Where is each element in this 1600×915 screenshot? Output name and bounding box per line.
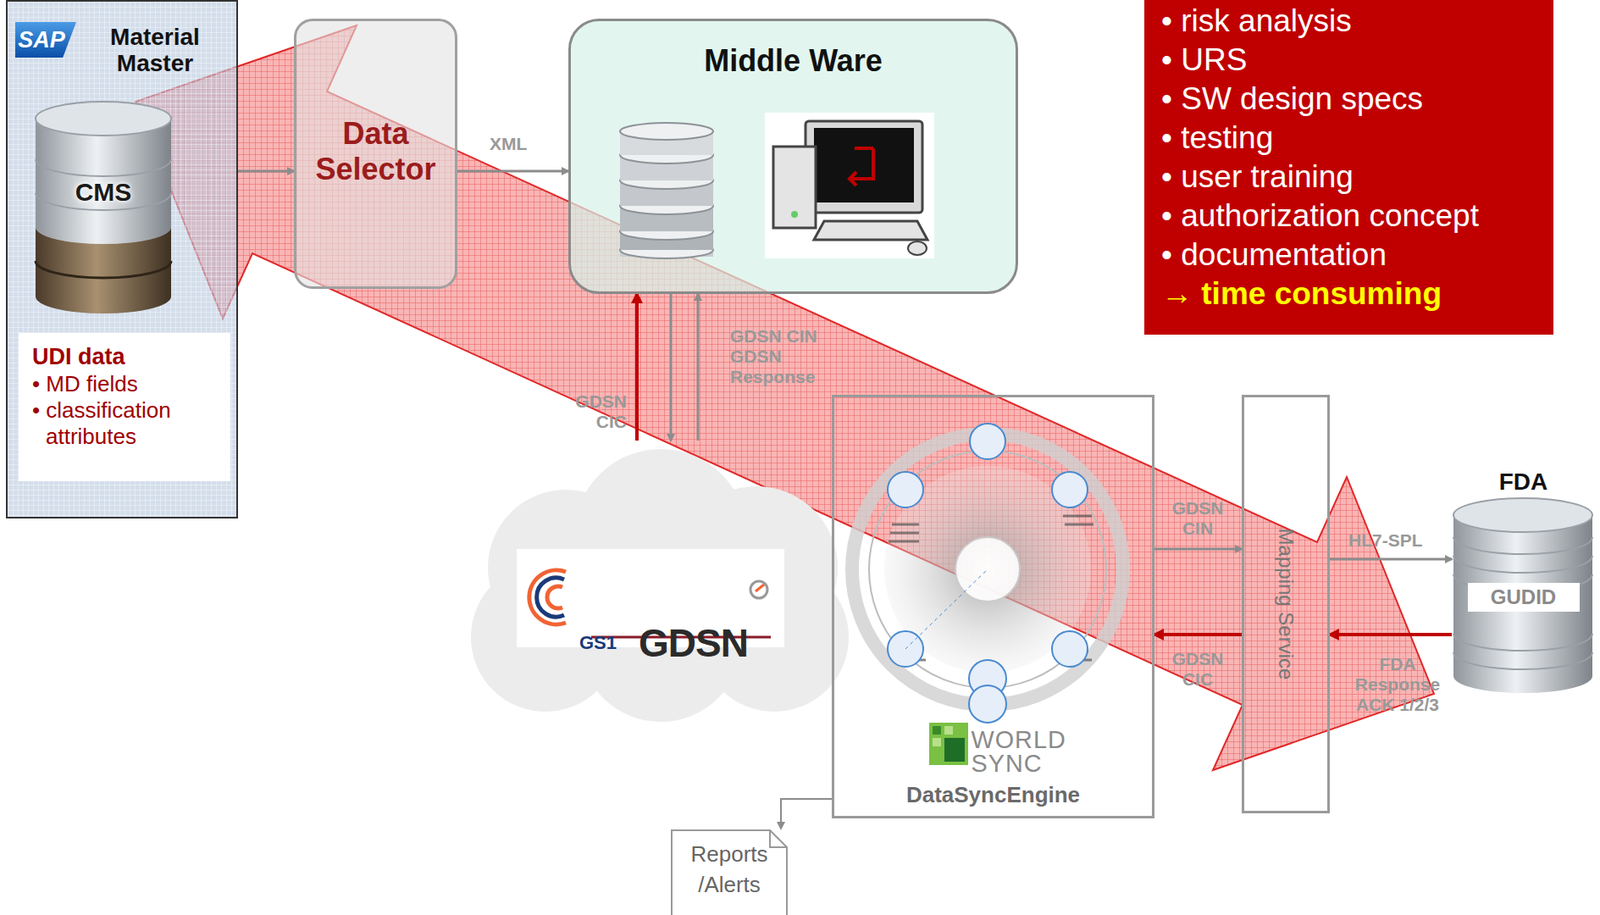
database-label: CMS bbox=[75, 177, 133, 316]
edge-label: FDA Response ACK 1/2/3 bbox=[1350, 653, 1445, 715]
system-panel: SAPMaterial MasterCMS UDI data• MD fields… bbox=[5, 0, 239, 519]
list-item: • testing bbox=[1161, 118, 1547, 158]
database-cylinder: CMS bbox=[32, 99, 175, 316]
list-item: → time consuming bbox=[1161, 274, 1547, 314]
edge-label: GDSN CIC bbox=[1167, 648, 1229, 690]
database-label: GUDID bbox=[1467, 582, 1580, 612]
box-title: Mapping Service bbox=[1273, 528, 1298, 681]
panel-title: Material Master bbox=[83, 23, 227, 77]
list-item: • SW design specs bbox=[1161, 79, 1547, 119]
list-item: • documentation bbox=[1161, 235, 1547, 275]
network-cloud: GS1 GDSN bbox=[464, 440, 854, 720]
document-label: Reports /Alerts bbox=[678, 838, 781, 900]
box-title: Middle Ware bbox=[570, 43, 1016, 79]
database-cylinder: FDA GUDID bbox=[1451, 467, 1595, 697]
flow-arrow bbox=[457, 170, 569, 173]
box-title: DataSyncEngine bbox=[906, 781, 1080, 808]
logo-text: GDSN bbox=[638, 620, 748, 665]
logo-text: GS1 bbox=[579, 631, 617, 654]
process-box: Data Selector bbox=[293, 18, 458, 289]
flow-arrow bbox=[780, 798, 832, 829]
list-item: • URS bbox=[1161, 40, 1547, 80]
logo-text: SAP bbox=[15, 22, 77, 58]
document-shape: Reports /Alerts bbox=[669, 828, 789, 915]
service-box: Mapping Service bbox=[1241, 394, 1330, 814]
note-box: • risk analysis• URS• SW design specs• t… bbox=[1144, 0, 1554, 335]
flow-arrow bbox=[1329, 558, 1452, 561]
edge-label: HL7-SPL bbox=[1348, 530, 1423, 551]
edge-label: XML bbox=[489, 133, 527, 155]
box-heading: UDI data bbox=[32, 343, 221, 371]
list-item: • MD fields bbox=[32, 370, 221, 398]
flow-arrow bbox=[1329, 632, 1452, 637]
list-item: • risk analysis bbox=[1161, 1, 1547, 41]
flow-arrow bbox=[238, 170, 294, 173]
edge-label: GDSN CIC bbox=[565, 391, 627, 432]
logo-text: WORLD SYNC bbox=[971, 727, 1067, 776]
list-item: • user training bbox=[1161, 157, 1547, 197]
cloud-shape bbox=[464, 440, 854, 720]
list-item: • classification attributes bbox=[32, 397, 221, 450]
database-heading: FDA bbox=[1499, 467, 1549, 497]
flow-arrow bbox=[697, 293, 700, 441]
box-title: Data Selector bbox=[296, 116, 455, 188]
edge-label: GDSN CIN bbox=[1167, 498, 1229, 539]
list-item: • authorization concept bbox=[1161, 196, 1547, 236]
database-icon bbox=[32, 99, 175, 316]
flow-arrow bbox=[1154, 632, 1242, 637]
flow-arrow bbox=[635, 293, 639, 441]
middleware-box: Middle Ware bbox=[568, 18, 1019, 294]
flow-arrow bbox=[1154, 548, 1242, 551]
flow-arrow bbox=[669, 293, 673, 441]
edge-label: GDSN CIN GDSN Response bbox=[730, 326, 868, 388]
database-icon bbox=[1451, 467, 1595, 697]
engine-box: WORLD SYNC DataSyncEngine bbox=[831, 394, 1155, 819]
data-box: UDI data• MD fields• classification attr… bbox=[18, 332, 231, 482]
